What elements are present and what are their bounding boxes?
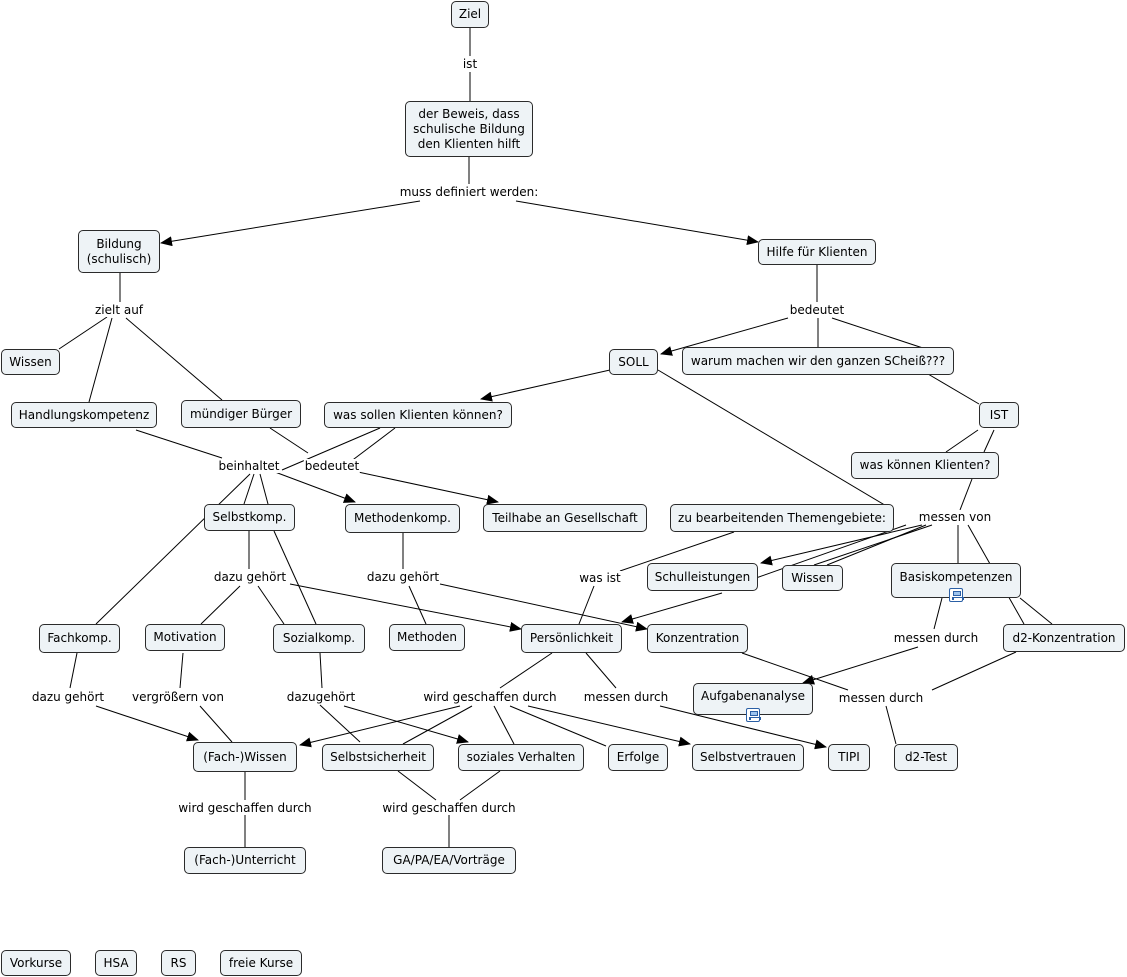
- concept-selbstkomp[interactable]: Selbstkomp.: [204, 504, 295, 531]
- concept-d2-konzentration[interactable]: d2-Konzentration: [1003, 624, 1125, 652]
- concept-methodenkomp[interactable]: Methodenkomp.: [345, 504, 460, 533]
- concept-fach-wissen[interactable]: (Fach-)Wissen: [193, 742, 297, 772]
- concept-ist[interactable]: IST: [979, 402, 1019, 428]
- submap-icon[interactable]: [949, 588, 964, 602]
- concept-was-koennen[interactable]: was können Klienten?: [851, 452, 999, 479]
- concept-methoden[interactable]: Methoden: [389, 624, 465, 651]
- concept-motivation[interactable]: Motivation: [145, 624, 225, 651]
- concept-hsa[interactable]: HSA: [95, 950, 137, 976]
- link-dazu-gehoert-methoden: dazu gehört: [365, 570, 441, 584]
- concept-rs[interactable]: RS: [161, 950, 196, 976]
- concept-handlungskompetenz[interactable]: Handlungskompetenz: [11, 402, 157, 428]
- concept-selbstsicherheit[interactable]: Selbstsicherheit: [322, 744, 434, 771]
- concept-soziales-verhalten[interactable]: soziales Verhalten: [458, 744, 584, 771]
- link-messen-durch-basis: messen durch: [892, 631, 980, 645]
- concept-muendiger-buerger[interactable]: mündiger Bürger: [181, 400, 301, 428]
- concept-selbstvertrauen[interactable]: Selbstvertrauen: [692, 744, 804, 771]
- link-wird-geschaffen-sozial: wird geschaffen durch: [381, 801, 517, 815]
- concept-d2-test[interactable]: d2-Test: [894, 744, 958, 771]
- link-muss-definiert: muss definiert werden:: [398, 185, 540, 199]
- concept-persoenlichkeit[interactable]: Persönlichkeit: [521, 624, 622, 653]
- link-bedeutet-bg: bedeutet: [303, 459, 361, 473]
- concept-sozialkomp[interactable]: Sozialkomp.: [273, 624, 365, 653]
- concept-beweis[interactable]: der Beweis, dass schulische Bildung den …: [405, 101, 533, 157]
- concept-fach-unterricht[interactable]: (Fach-)Unterricht: [184, 847, 306, 874]
- concept-was-sollen[interactable]: was sollen Klienten können?: [324, 402, 512, 428]
- link-messen-durch-konz: messen durch: [837, 691, 925, 705]
- link-dazu-gehoert-selbst: dazu gehört: [212, 570, 288, 584]
- concept-teilhabe[interactable]: Teilhabe an Gesellschaft: [483, 504, 647, 532]
- link-bedeutet-hilfe: bedeutet: [788, 303, 846, 317]
- link-messen-durch-pers: messen durch: [582, 690, 670, 704]
- concept-erfolge[interactable]: Erfolge: [608, 744, 668, 771]
- link-messen-von: messen von: [917, 510, 993, 524]
- concept-fachkomp[interactable]: Fachkomp.: [39, 624, 120, 653]
- concept-wissen-1[interactable]: Wissen: [1, 349, 60, 375]
- concept-tipi[interactable]: TIPI: [828, 744, 870, 771]
- link-zielt-auf: zielt auf: [93, 303, 145, 317]
- link-dazugehoert-sozial: dazugehört: [285, 690, 357, 704]
- link-wird-geschaffen-pers: wird geschaffen durch: [422, 690, 558, 704]
- link-was-ist: was ist: [578, 571, 622, 585]
- link-dazu-gehoert-fach: dazu gehört: [30, 690, 106, 704]
- submap-icon[interactable]: [746, 708, 761, 722]
- concept-soll[interactable]: SOLL: [609, 349, 658, 375]
- concept-schulleistungen[interactable]: Schulleistungen: [647, 563, 758, 591]
- link-ist: ist: [461, 57, 479, 71]
- concept-konzentration[interactable]: Konzentration: [647, 624, 748, 653]
- concept-hilfe[interactable]: Hilfe für Klienten: [758, 239, 876, 265]
- concept-vorkurse[interactable]: Vorkurse: [1, 950, 71, 976]
- concept-freie-kurse[interactable]: freie Kurse: [220, 950, 302, 976]
- concept-bildung[interactable]: Bildung (schulisch): [78, 230, 160, 273]
- link-wird-geschaffen-fach: wird geschaffen durch: [177, 801, 313, 815]
- concept-ga-pa-ea[interactable]: GA/PA/EA/Vorträge: [382, 847, 516, 874]
- concept-wissen-2[interactable]: Wissen: [782, 565, 843, 591]
- concept-themengebiete[interactable]: zu bearbeitenden Themengebiete:: [670, 504, 894, 532]
- link-vergroessern-von: vergrößern von: [131, 690, 225, 704]
- concept-warum[interactable]: warum machen wir den ganzen SCheiß???: [682, 347, 954, 375]
- link-beinhaltet: beinhaltet: [217, 459, 281, 473]
- concept-ziel[interactable]: Ziel: [451, 1, 489, 28]
